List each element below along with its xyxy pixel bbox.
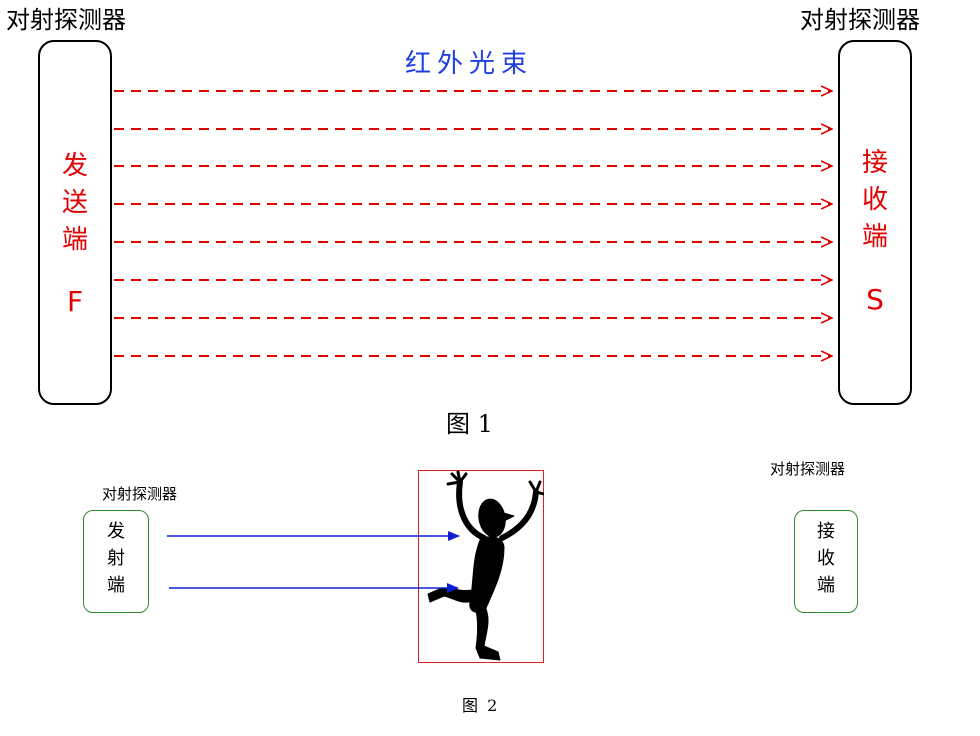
fig1-sender-box	[38, 40, 112, 405]
fig2-sender-char-2: 射	[107, 548, 125, 569]
fig2-receiver-text: 接 收 端	[794, 518, 858, 599]
fig1-receiver-char-3: 端	[861, 222, 888, 252]
fig1-beams	[114, 0, 980, 400]
fig1-caption: 图 1	[446, 410, 493, 438]
fig2-receiver-box	[794, 510, 858, 613]
fig2-left-label: 对射探测器	[102, 485, 178, 503]
fig1-receiver-text: 接 收 端	[838, 145, 912, 256]
fig1-sender-text: 发 送 端	[38, 148, 112, 259]
fig2-receiver-char-2: 收	[817, 548, 835, 569]
running-person-icon	[427, 470, 544, 661]
fig1-beam-label: 红外光束	[405, 49, 534, 79]
person-frame	[418, 470, 544, 663]
fig1-receiver-letter: S	[866, 283, 884, 316]
fig2-sender-text: 发 射 端	[83, 518, 149, 599]
fig2-sender-box	[83, 510, 149, 613]
fig2-sender-char-3: 端	[107, 575, 125, 596]
fig1-receiver-char-1: 接	[861, 148, 888, 178]
fig1-sender-char-1: 发	[61, 151, 88, 181]
fig1-sender-char-2: 送	[61, 188, 88, 218]
fig1-right-top-label: 对射探测器	[800, 6, 920, 34]
fig1-sender-char-3: 端	[61, 225, 88, 255]
fig1-receiver-box	[838, 40, 912, 405]
fig2-right-label: 对射探测器	[770, 460, 846, 478]
fig2-caption: 图 2	[462, 696, 500, 715]
fig2-receiver-char-3: 端	[817, 575, 835, 596]
fig1-left-top-label: 对射探测器	[6, 6, 126, 34]
fig2-sender-char-1: 发	[107, 521, 125, 542]
fig1-sender-letter: F	[66, 285, 84, 318]
fig2-receiver-char-1: 接	[817, 521, 835, 542]
fig1-receiver-char-2: 收	[861, 185, 888, 215]
